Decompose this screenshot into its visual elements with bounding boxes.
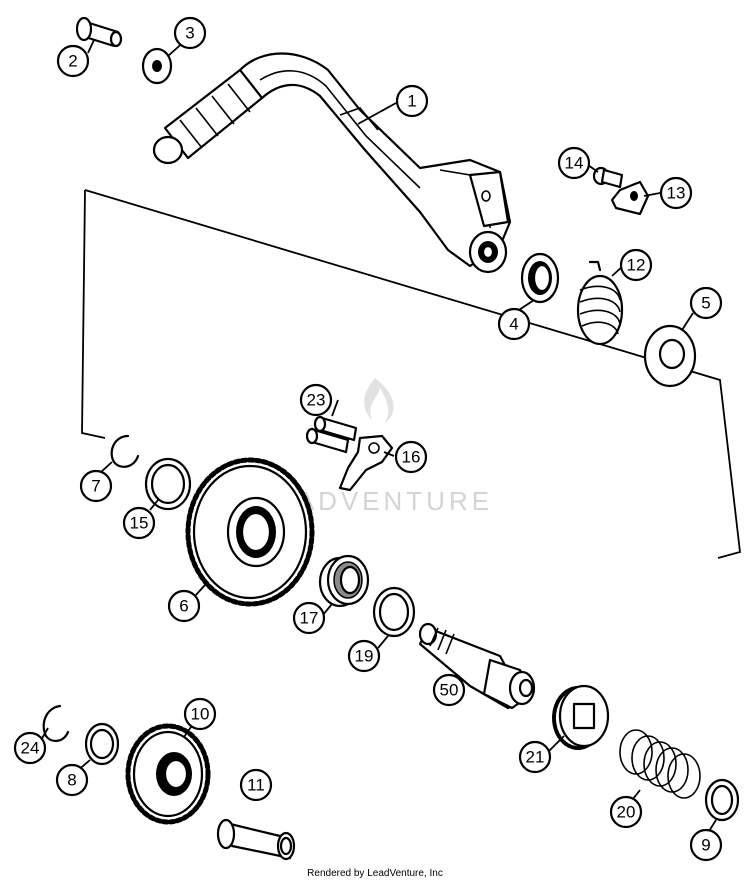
part-washer-small [141, 47, 173, 85]
part-large-gear [185, 457, 315, 607]
svg-text:24: 24 [21, 739, 40, 758]
svg-text:13: 13 [667, 184, 686, 203]
callout-21: 21 [518, 740, 552, 774]
part-kick-lever [152, 52, 512, 274]
assembly-guide-lines [81, 189, 741, 559]
part-sleeve [216, 818, 296, 861]
svg-text:23: 23 [307, 391, 326, 410]
callout-1: 1 [395, 84, 429, 118]
svg-text:1: 1 [407, 92, 416, 111]
callout-14: 14 [557, 146, 591, 180]
svg-text:10: 10 [191, 705, 210, 724]
callout-4: 4 [497, 307, 531, 341]
svg-text:21: 21 [526, 748, 545, 767]
callout-13: 13 [659, 176, 693, 210]
svg-text:7: 7 [91, 477, 100, 496]
callout-3: 3 [173, 16, 207, 50]
part-screw-14 [592, 166, 624, 189]
part-pins-23 [305, 415, 358, 454]
svg-text:2: 2 [68, 52, 77, 71]
part-kick-shaft [418, 622, 536, 710]
footer-credit: Rendered by LeadVenture, Inc [307, 868, 443, 879]
part-pawl-16 [338, 434, 394, 492]
part-seal [520, 252, 560, 304]
svg-text:12: 12 [627, 256, 646, 275]
part-pin [75, 16, 123, 48]
callout-23: 23 [299, 383, 333, 417]
svg-text:14: 14 [565, 154, 584, 173]
part-bracket-13 [610, 180, 650, 216]
part-circlip-24 [42, 704, 70, 742]
part-small-gear [125, 723, 211, 825]
part-thrust-washer [643, 324, 697, 388]
svg-text:9: 9 [701, 836, 710, 855]
callout-24: 24 [13, 731, 47, 765]
callout-2: 2 [56, 44, 90, 78]
callout-15: 15 [122, 506, 156, 540]
svg-text:4: 4 [509, 315, 518, 334]
callout-6: 6 [167, 589, 201, 623]
part-washer-8 [84, 722, 120, 766]
callout-11: 11 [239, 768, 273, 802]
part-circlip-7 [110, 434, 140, 468]
callout-16: 16 [394, 440, 428, 474]
svg-text:5: 5 [701, 294, 710, 313]
part-needle-bearing [318, 554, 370, 608]
part-ratchet-gear [552, 684, 610, 750]
callout-20: 20 [609, 795, 643, 829]
svg-text:8: 8 [67, 771, 76, 790]
callout-19: 19 [347, 639, 381, 673]
svg-text:20: 20 [617, 803, 636, 822]
callout-10: 10 [183, 697, 217, 731]
watermark-flame-icon [364, 378, 394, 424]
callout-8: 8 [55, 763, 89, 797]
svg-text:6: 6 [179, 597, 188, 616]
svg-text:17: 17 [300, 609, 319, 628]
svg-text:19: 19 [355, 647, 374, 666]
svg-text:3: 3 [185, 24, 194, 43]
part-torsion-spring [576, 260, 624, 346]
svg-text:16: 16 [402, 448, 421, 467]
part-compression-spring [619, 729, 701, 799]
svg-text:50: 50 [440, 681, 459, 700]
svg-text:15: 15 [130, 514, 149, 533]
part-washer-15 [144, 457, 192, 511]
callout-12: 12 [619, 248, 653, 282]
svg-text:11: 11 [247, 776, 265, 795]
callout-17: 17 [292, 601, 326, 635]
callout-50: 50 [432, 673, 466, 707]
callout-9: 9 [689, 828, 723, 862]
callout-7: 7 [79, 469, 113, 503]
callout-5: 5 [689, 286, 723, 320]
part-washer-9 [704, 778, 740, 822]
part-washer-19 [372, 586, 416, 638]
